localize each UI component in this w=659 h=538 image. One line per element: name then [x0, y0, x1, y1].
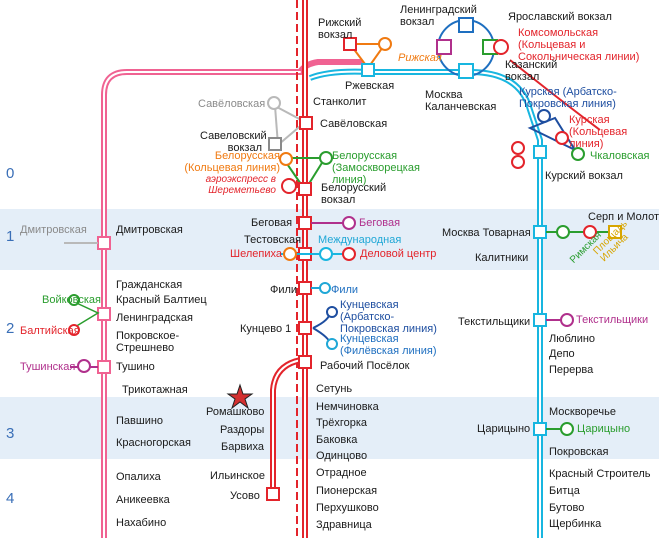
station-yaroslavsky-vokzal[interactable]: Ярославский вокзал — [508, 11, 612, 23]
station-fili[interactable]: Фили — [270, 284, 298, 296]
zone-label-1: 1 — [6, 228, 15, 245]
station-ilyinskoe[interactable]: Ильинское — [210, 470, 265, 482]
station-tryokhgorka[interactable]: Трёхгорка — [316, 417, 368, 429]
station-zdravnitsa[interactable]: Здравница — [316, 519, 372, 531]
station-rzhevskaya[interactable]: Ржевская — [345, 80, 395, 92]
station-tushinskaya[interactable]: Тушинская — [20, 361, 76, 373]
riga-transfers — [64, 242, 100, 373]
belorusskaya-transfer — [279, 151, 333, 196]
station-rabochy-posyolok[interactable]: Рабочий Посёлок — [320, 360, 410, 372]
station-tsaritsyno[interactable]: Царицыно — [477, 423, 531, 435]
station-moskva-kalanchevskaya[interactable]: Москва Каланчевская — [425, 89, 497, 113]
station-chkalovskaya[interactable]: Чкаловская — [590, 150, 650, 162]
station-rizhsky-vokzal[interactable]: Рижский вокзал — [318, 17, 362, 41]
kursk-line — [308, 59, 601, 538]
station-pionerskaya[interactable]: Пионерская — [316, 485, 378, 497]
station-tushino[interactable]: Тушино — [116, 361, 155, 373]
station-serp-i-molot[interactable]: Серп и Молот — [588, 211, 659, 223]
station-butovo[interactable]: Бутово — [549, 502, 585, 514]
station-usovo[interactable]: Усово — [230, 490, 260, 502]
station-pavshino[interactable]: Павшино — [116, 415, 164, 427]
station-kuntsevskaya-fl[interactable]: Кунцевская (Филёвская линия) — [340, 333, 437, 357]
station-belorusskaya-zam[interactable]: Белорусская (Замоскворецкая линия) — [332, 150, 420, 186]
station-nemchinovka[interactable]: Немчиновка — [316, 401, 379, 413]
station-tekstilshchiki[interactable]: Текстильщики — [458, 316, 531, 328]
zone-label-0: 0 — [6, 165, 15, 182]
station-kuntsevskaya-apl[interactable]: Кунцевская (Арбатско-Покровская линия) — [340, 299, 437, 335]
station-dmitrovskaya[interactable]: Дмитровская — [116, 224, 183, 236]
station-otradnoe[interactable]: Отрадное — [316, 467, 367, 479]
aeroexpress-label: аэроэкспресс в Шереметьево — [205, 174, 276, 196]
station-rizhskaya-metro[interactable]: Рижская — [398, 52, 442, 64]
station-depo[interactable]: Депо — [549, 348, 575, 360]
station-odintsovo[interactable]: Одинцово — [316, 450, 368, 462]
landmark-star-icon — [226, 383, 254, 410]
riga-line — [101, 59, 363, 538]
station-pokrovskoe-streshnevo[interactable]: Покровское-Стрешнево — [116, 330, 180, 354]
station-kalitniki[interactable]: Калитники — [475, 252, 529, 264]
kursk-stops — [533, 225, 547, 436]
station-savyolovskaya-metro[interactable]: Савёловская — [198, 98, 266, 110]
station-trikotazhnaya[interactable]: Трикотажная — [122, 384, 188, 396]
station-bitsa[interactable]: Битца — [549, 485, 580, 497]
station-razdory[interactable]: Раздоры — [220, 424, 265, 436]
station-komsomolskaya[interactable]: Комсомольская (Кольцевая и Сокольническа… — [518, 27, 640, 63]
station-kursky-vokzal[interactable]: Курский вокзал — [545, 170, 623, 182]
station-shcherbinka[interactable]: Щербинка — [549, 518, 602, 530]
station-voykovskaya[interactable]: Войковская — [42, 294, 102, 306]
belarus-line — [270, 0, 308, 538]
station-savyolovskaya[interactable]: Савёловская — [320, 118, 388, 130]
station-begovaya-metro[interactable]: Беговая — [359, 217, 401, 229]
station-moskvorechye[interactable]: Москворечье — [549, 406, 617, 418]
savyolovskaya-transfer — [267, 96, 313, 151]
station-savyolovsky-vokzal[interactable]: Савеловский вокзал — [200, 130, 267, 154]
station-moskva-tovarnaya[interactable]: Москва Товарная — [442, 227, 531, 239]
station-lyublino[interactable]: Люблино — [549, 333, 596, 345]
station-kurskaya-ring[interactable]: Курская (Кольцевая линия) — [569, 114, 628, 150]
station-krasnogorskaya[interactable]: Красногорская — [116, 437, 191, 449]
station-grazhdanskaya[interactable]: Гражданская — [116, 279, 183, 291]
station-barvikha[interactable]: Барвиха — [221, 441, 264, 453]
station-kurskaya-apl[interactable]: Курская (Арбатско-Покровская линия) — [519, 86, 617, 110]
station-tsaritsyno-metro[interactable]: Царицыно — [577, 423, 631, 435]
station-delovoy-tsentr[interactable]: Деловой центр — [360, 248, 437, 260]
station-leningradsky-vokzal[interactable]: Ленинградский вокзал — [400, 4, 477, 28]
station-fili-metro[interactable]: Фили — [331, 284, 359, 296]
station-pererva[interactable]: Перерва — [549, 364, 594, 376]
station-anikeevka[interactable]: Аникеевка — [116, 494, 170, 506]
station-setun[interactable]: Сетунь — [316, 383, 353, 395]
station-bakovka[interactable]: Баковка — [316, 434, 358, 446]
station-stankolit[interactable]: Станколит — [313, 96, 367, 108]
station-mezhdunarodnaya[interactable]: Международная — [318, 234, 402, 246]
station-baltiyskaya[interactable]: Балтийская — [20, 325, 80, 337]
zone-label-2: 2 — [6, 320, 15, 337]
station-shelepikha[interactable]: Шелепиха — [230, 248, 282, 260]
rizhskaya-transfer — [343, 37, 392, 77]
belarus-transfers — [280, 216, 356, 350]
station-kazansky-vokzal[interactable]: Казанский вокзал — [505, 59, 558, 83]
zone-label-4: 4 — [6, 490, 15, 507]
station-romashkovo[interactable]: Ромашково — [206, 406, 265, 418]
station-belorusskaya-ring[interactable]: Белорусская (Кольцевая линия) — [184, 150, 280, 174]
kursk-transfers — [546, 225, 622, 436]
station-krasny-stroitel[interactable]: Красный Строитель — [549, 468, 651, 480]
station-dmitrovskaya-metro[interactable]: Дмитровская — [20, 224, 87, 236]
station-begovaya[interactable]: Беговая — [251, 217, 293, 229]
station-pokrovskaya[interactable]: Покровская — [549, 446, 609, 458]
zone-label-3: 3 — [6, 425, 15, 442]
kurskaya-transfer — [511, 109, 585, 169]
station-leningradskaya[interactable]: Ленинградская — [116, 312, 193, 324]
station-kuntsevo-1[interactable]: Кунцево 1 — [240, 323, 292, 335]
station-tekstilshchiki-metro[interactable]: Текстильщики — [576, 314, 649, 326]
station-krasny-baltiets[interactable]: Красный Балтиец — [116, 294, 207, 306]
station-testovskaya[interactable]: Тестовская — [244, 234, 302, 246]
station-opalikha[interactable]: Опалиха — [116, 471, 161, 483]
station-nakhabino[interactable]: Нахабино — [116, 517, 167, 529]
station-perkhushkovo[interactable]: Перхушково — [316, 502, 379, 514]
station-belorussky-vokzal[interactable]: Белорусский вокзал — [321, 182, 387, 206]
komsomolskaya-transfer — [436, 17, 509, 79]
